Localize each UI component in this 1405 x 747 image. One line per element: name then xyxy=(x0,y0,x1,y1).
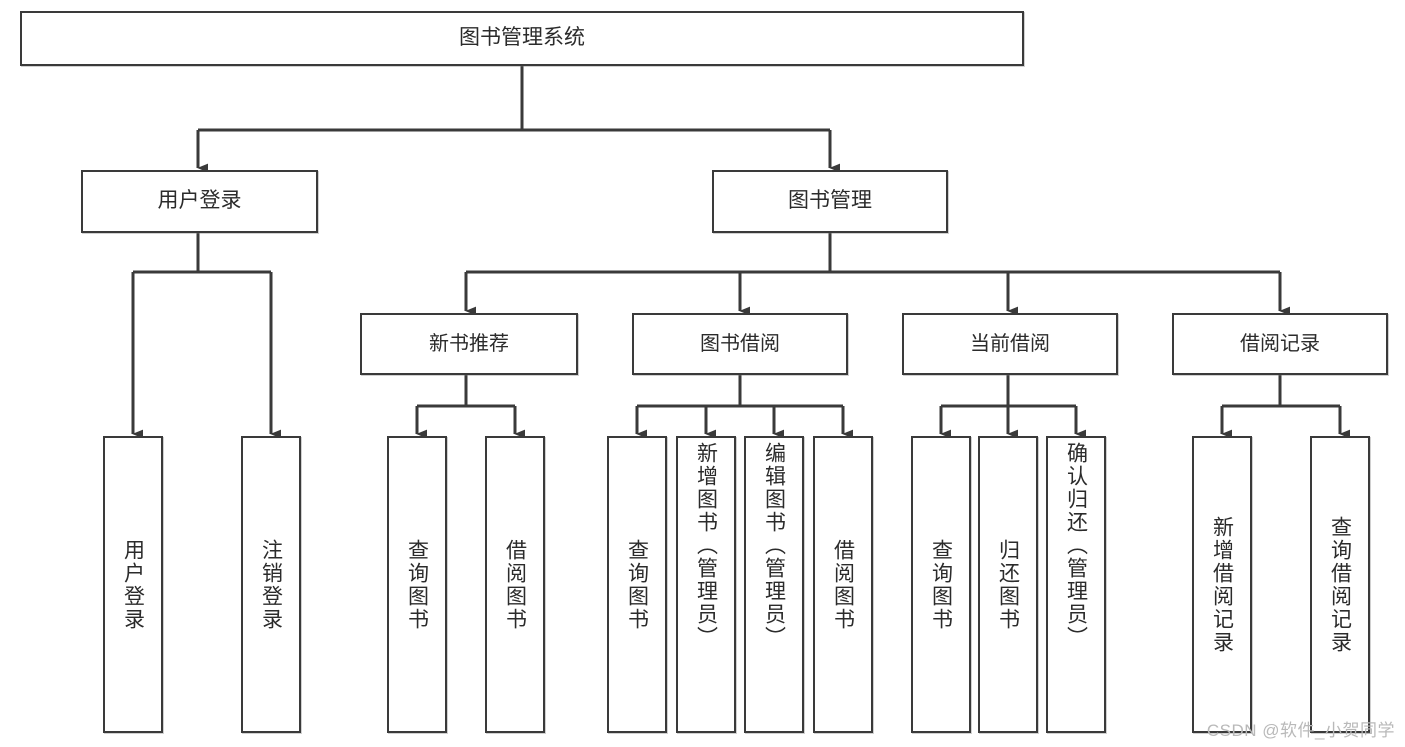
node-borrow-record[interactable]: 借阅记录 xyxy=(1172,313,1388,375)
node-current-borrow-label: 当前借阅 xyxy=(970,332,1050,355)
leaf-logout-label: 注销登录 xyxy=(259,538,283,631)
node-borrow-record-label: 借阅记录 xyxy=(1240,332,1320,355)
node-new-book-recommend[interactable]: 新书推荐 xyxy=(360,313,578,375)
leaf-query-borrow-record-label: 查询借阅记录 xyxy=(1328,515,1352,654)
node-root-label: 图书管理系统 xyxy=(459,26,585,50)
leaf-borrow-book[interactable]: 借阅图书 xyxy=(813,436,873,733)
leaf-add-borrow-record[interactable]: 新增借阅记录 xyxy=(1192,436,1252,733)
node-user-login[interactable]: 用户登录 xyxy=(81,170,318,233)
leaf-user-login-label: 用户登录 xyxy=(121,538,145,631)
leaf-query-book-borrow-label: 查询图书 xyxy=(625,538,649,631)
leaf-return-book[interactable]: 归还图书 xyxy=(978,436,1038,733)
leaf-borrow-book-recommend[interactable]: 借阅图书 xyxy=(485,436,545,733)
leaf-query-book-recommend-label: 查询图书 xyxy=(405,538,429,631)
leaf-add-borrow-record-label: 新增借阅记录 xyxy=(1210,515,1234,654)
leaf-return-book-label: 归还图书 xyxy=(996,538,1020,631)
leaf-add-book-admin-label: 新增图书（管理员） xyxy=(694,442,718,649)
node-root-book-management-system[interactable]: 图书管理系统 xyxy=(20,11,1024,66)
node-book-borrow-label: 图书借阅 xyxy=(700,332,780,355)
node-current-borrow[interactable]: 当前借阅 xyxy=(902,313,1118,375)
csdn-watermark: CSDN @软件_小贺同学 xyxy=(1206,721,1395,740)
leaf-borrow-book-recommend-label: 借阅图书 xyxy=(503,538,527,631)
leaf-logout[interactable]: 注销登录 xyxy=(241,436,301,733)
node-book-management[interactable]: 图书管理 xyxy=(712,170,948,233)
node-book-borrow[interactable]: 图书借阅 xyxy=(632,313,848,375)
node-user-login-label: 用户登录 xyxy=(157,189,242,213)
leaf-query-book-borrow[interactable]: 查询图书 xyxy=(607,436,667,733)
leaf-edit-book-admin-label: 编辑图书（管理员） xyxy=(762,442,786,649)
leaf-query-borrow-record[interactable]: 查询借阅记录 xyxy=(1310,436,1370,733)
leaf-borrow-book-label: 借阅图书 xyxy=(831,538,855,631)
leaf-query-book-current-label: 查询图书 xyxy=(929,538,953,631)
node-book-management-label: 图书管理 xyxy=(788,189,872,213)
node-new-book-recommend-label: 新书推荐 xyxy=(429,332,509,355)
leaf-confirm-return-admin-label: 确认归还（管理员） xyxy=(1064,442,1088,649)
leaf-add-book-admin[interactable]: 新增图书（管理员） xyxy=(676,436,736,733)
leaf-query-book-current[interactable]: 查询图书 xyxy=(911,436,971,733)
leaf-edit-book-admin[interactable]: 编辑图书（管理员） xyxy=(744,436,804,733)
leaf-confirm-return-admin[interactable]: 确认归还（管理员） xyxy=(1046,436,1106,733)
leaf-query-book-recommend[interactable]: 查询图书 xyxy=(387,436,447,733)
leaf-user-login[interactable]: 用户登录 xyxy=(103,436,163,733)
